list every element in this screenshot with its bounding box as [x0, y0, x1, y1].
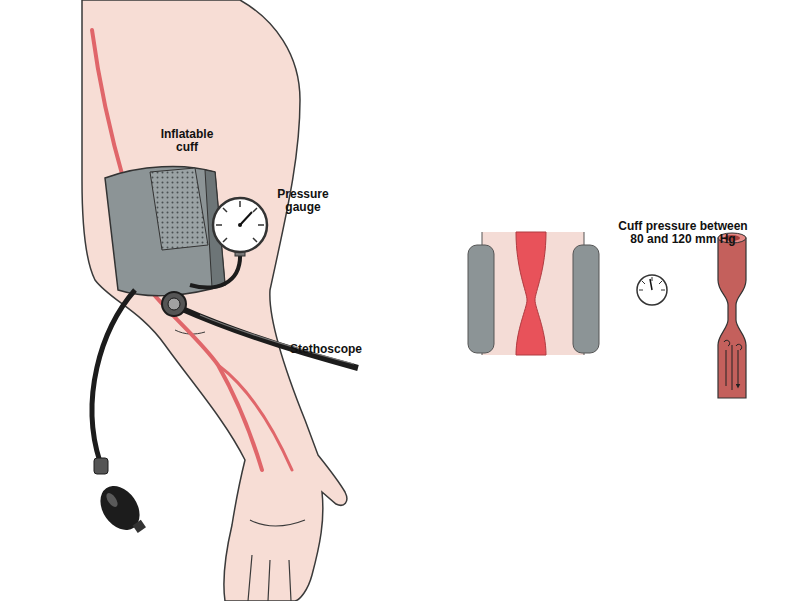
gauge-pivot [238, 223, 242, 227]
gauge-needle [650, 279, 652, 290]
bulb-highlight [104, 491, 120, 509]
cuff-band [105, 166, 225, 295]
gauge-face [213, 198, 267, 252]
gauge-face [637, 275, 667, 305]
cross-section [468, 232, 599, 355]
flow-arrow [726, 345, 738, 390]
arm-section [482, 232, 584, 355]
small-gauge [637, 275, 667, 305]
bulb-valve [94, 458, 108, 474]
chest-piece [162, 292, 186, 316]
flow-swirl [724, 340, 742, 350]
artery-line [92, 30, 125, 185]
artery-tube [718, 233, 746, 398]
arm-section-edge [482, 232, 584, 355]
stethoscope [162, 292, 358, 368]
cuff-pad [468, 245, 494, 353]
cuff-pocket [150, 168, 208, 250]
gauge-ticks [216, 201, 264, 242]
artery-line [218, 365, 292, 470]
arm [82, 0, 347, 601]
arm-outline [82, 0, 347, 601]
artery [92, 30, 292, 470]
stethoscope-tube [180, 308, 358, 368]
inflatable-cuff [105, 166, 225, 295]
artery-tube-body [718, 238, 746, 398]
stethoscope-tube-shine [200, 315, 354, 364]
bulb [92, 479, 147, 538]
compressed-artery [516, 232, 546, 355]
chest-piece-ring [168, 298, 180, 310]
bulb-tube [92, 290, 135, 462]
finger-line [248, 520, 305, 601]
part-label: Inflatable cuff [152, 128, 222, 154]
part-label: Stethoscope [290, 343, 362, 356]
gauge-hose [190, 252, 240, 287]
inflation-bulb [92, 290, 148, 537]
part-label: Cuff pressure between 80 and 120 mm Hg [610, 220, 756, 246]
bulb-nozzle [133, 520, 146, 533]
part-label: Pressure gauge [272, 188, 334, 214]
gauge-needle [240, 212, 252, 225]
gauge-ticks [639, 277, 665, 290]
pressure-gauge [190, 198, 267, 287]
cuff-pad [573, 245, 599, 353]
